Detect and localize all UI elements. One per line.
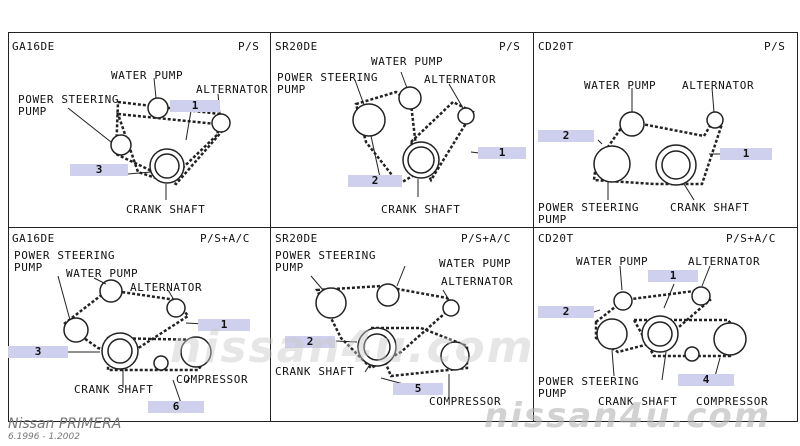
engine-code: SR20DE [275, 232, 318, 245]
config-code: P/S+A/C [461, 232, 511, 245]
alternator-pulley [457, 107, 475, 125]
watermark-corner: nissan4u.com [484, 396, 772, 436]
ps-pump-label: POWER STEERING PUMP [538, 201, 640, 226]
belt-tag-1: 1 [720, 148, 772, 160]
alternator-label: ALTERNATOR [688, 255, 761, 268]
alternator-label: ALTERNATOR [130, 281, 203, 294]
engine-code: SR20DE [275, 40, 318, 53]
belt-diagram [67, 77, 231, 200]
panel-ga16de-ps: GA16DE P/S WATER PUMP ALTERNATOR POWER S… [8, 32, 270, 227]
water-pump-pulley [376, 283, 400, 307]
belt-tag-5: 5 [393, 383, 443, 395]
ps-pump-pulley [352, 103, 386, 137]
alternator-label: ALTERNATOR [682, 79, 755, 92]
footer-period: 6.1996 - 1.2002 [8, 432, 80, 442]
engine-code: CD20T [538, 232, 574, 245]
belt-tag-2: 2 [538, 130, 594, 142]
belt-tag-2: 2 [538, 306, 594, 318]
alternator-label: ALTERNATOR [441, 275, 514, 288]
engine-code: GA16DE [12, 40, 55, 53]
belt-diagram [593, 265, 747, 381]
config-code: P/S [499, 40, 521, 53]
compressor-label: COMPRESSOR [176, 373, 249, 386]
belt-tag-3: 3 [8, 346, 68, 358]
panel-sr20de-ps: SR20DE P/S WATER PUMP ALTERNATOR POWER S… [271, 32, 533, 227]
crankshaft-label: CRANK SHAFT [275, 365, 355, 378]
water-pump-label: WATER PUMP [439, 257, 512, 270]
belt-diagram [352, 71, 480, 197]
alternator-label: ALTERNATOR [424, 73, 497, 86]
config-code: P/S [238, 40, 260, 53]
alternator-pulley [691, 286, 711, 306]
ps-pump-pulley [315, 287, 347, 319]
water-pump-label: WATER PUMP [66, 267, 139, 280]
config-code: P/S [764, 40, 786, 53]
alternator-pulley [706, 111, 724, 129]
panel-cd20t-ps-ac: CD20T P/S+A/C WATER PUMP ALTERNATOR POWE… [534, 228, 798, 422]
panel-ga16de-ps-ac: GA16DE P/S+A/C POWER STEERING PUMP WATE [8, 228, 270, 422]
water-pump-pulley [99, 279, 123, 303]
compressor-pulley [180, 336, 212, 368]
compressor-pulley [713, 322, 747, 356]
water-pump-pulley [147, 97, 169, 119]
water-pump-pulley [613, 291, 633, 311]
belt-tag-3: 3 [70, 164, 128, 176]
water-pump-label: WATER PUMP [371, 55, 444, 68]
idler-pulley [153, 355, 169, 371]
ps-pump-pulley [110, 134, 132, 156]
ps-pump-label: POWER STEERING PUMP [275, 249, 377, 274]
compressor-label: COMPRESSOR [696, 395, 769, 408]
config-code: P/S+A/C [200, 232, 250, 245]
ps-pump-label: POWER STEERING PUMP [14, 249, 116, 274]
belt-tag-6: 6 [148, 401, 204, 413]
crankshaft-label: CRANK SHAFT [74, 383, 154, 396]
ps-pump-pulley [596, 318, 628, 350]
watermark-center: nissan4u.com [170, 322, 535, 373]
footer-model: Nissan PRIMERA [8, 416, 122, 432]
alternator-label: ALTERNATOR [196, 83, 269, 96]
alternator-pulley [166, 298, 186, 318]
crankshaft-label: CRANK SHAFT [126, 203, 206, 216]
belt-tag-1: 1 [170, 100, 220, 112]
belt-tag-4: 4 [678, 374, 734, 386]
belt-tag-2: 2 [348, 175, 402, 187]
water-pump-label: WATER PUMP [111, 69, 184, 82]
ps-pump-pulley [593, 145, 631, 183]
water-pump-label: WATER PUMP [576, 255, 649, 268]
ps-pump-pulley [63, 317, 89, 343]
crankshaft-label: CRANK SHAFT [670, 201, 750, 214]
idler-pulley [684, 346, 700, 362]
engine-code: GA16DE [12, 232, 55, 245]
water-pump-pulley [398, 86, 422, 110]
crankshaft-label: CRANK SHAFT [381, 203, 461, 216]
panel-sr20de-ps-ac: SR20DE P/S+A/C POWER STEERING PUMP WATER… [271, 228, 533, 422]
belt-diagram [592, 87, 724, 201]
ps-pump-label: POWER STEERING PUMP [18, 93, 120, 118]
belt-tag-1: 1 [648, 270, 698, 282]
belt-tag-1: 1 [198, 319, 250, 331]
belt-tag-1: 1 [478, 147, 526, 159]
ps-pump-label: POWER STEERING PUMP [277, 71, 379, 96]
water-pump-label: WATER PUMP [584, 79, 657, 92]
belt-diagram [310, 265, 470, 400]
belt-tag-2: 2 [285, 336, 335, 348]
ps-pump-label: POWER STEERING PUMP [538, 375, 640, 400]
alternator-pulley [442, 299, 460, 317]
belt-diagram [57, 275, 212, 404]
panel-cd20t-ps: CD20T P/S WATER PUMP ALTERNATOR POWER ST… [534, 32, 798, 227]
water-pump-pulley [619, 111, 645, 137]
crankshaft-label: CRANK SHAFT [598, 395, 678, 408]
compressor-label: COMPRESSOR [429, 395, 502, 408]
panel-divider [8, 227, 798, 228]
engine-code: CD20T [538, 40, 574, 53]
alternator-pulley [211, 113, 231, 133]
compressor-pulley [440, 341, 470, 371]
config-code: P/S+A/C [726, 232, 776, 245]
